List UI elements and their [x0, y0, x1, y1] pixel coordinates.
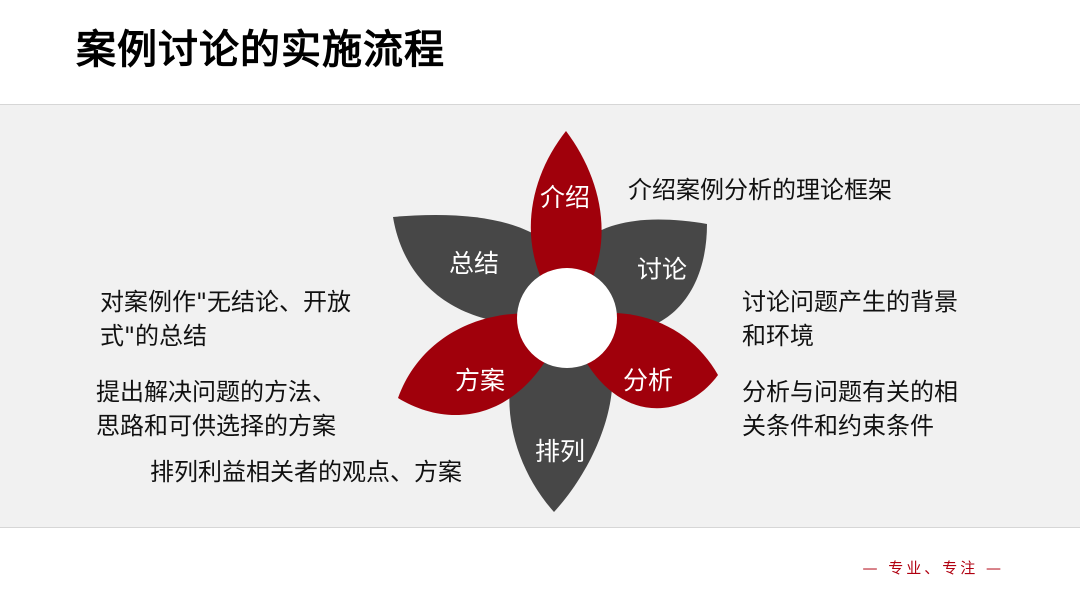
petal-label-rank: 排列: [535, 437, 585, 466]
description-plan: 提出解决问题的方法、 思路和可供选择的方案: [96, 378, 336, 440]
description-rank: 排列利益相关者的观点、方案: [150, 458, 462, 486]
description-introduce: 介绍案例分析的理论框架: [628, 176, 892, 204]
footer-slogan: — 专业、专注 —: [862, 559, 1004, 577]
center-circle: [517, 268, 617, 368]
petal-label-introduce: 介绍: [540, 183, 590, 212]
description-analyze: 分析与问题有关的相 关条件和约束条件: [742, 378, 958, 440]
petal-label-analyze: 分析: [623, 366, 673, 395]
petal-label-discuss: 讨论: [637, 255, 687, 284]
description-summary: 对案例作"无结论、开放 式"的总结: [100, 288, 352, 350]
page-title: 案例讨论的实施流程: [76, 27, 445, 73]
description-discuss: 讨论问题产生的背景 和环境: [742, 288, 958, 350]
petal-label-plan: 方案: [455, 366, 505, 395]
petal-label-summary: 总结: [449, 249, 499, 278]
